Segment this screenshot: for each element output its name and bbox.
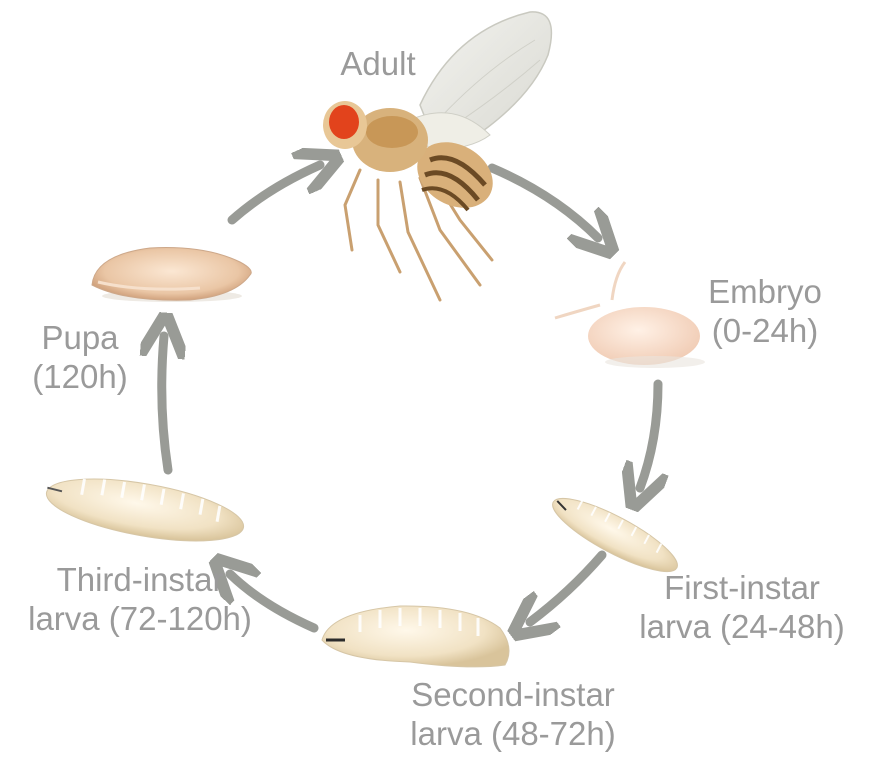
arrow-first-to-second-instar — [530, 555, 602, 622]
arrow-pupa-to-adult — [232, 165, 320, 220]
stage-label-line: Embryo — [690, 272, 840, 311]
stage-label-second-instar: Second-instar larva (48-72h) — [383, 675, 643, 753]
stage-label-line: (120h) — [20, 357, 140, 396]
stage-label-line: Pupa — [20, 318, 140, 357]
stage-label-line: First-instar — [617, 568, 867, 607]
arrow-third-instar-to-pupa — [162, 336, 168, 470]
arrow-adult-to-embryo — [492, 168, 598, 238]
stage-label-first-instar: First-instar larva (24-48h) — [617, 568, 867, 646]
stage-label-pupa: Pupa (120h) — [20, 318, 140, 396]
third-instar-larva-image — [42, 467, 248, 553]
stage-label-line: larva (72-120h) — [4, 599, 276, 638]
stage-label-line: (0-24h) — [690, 311, 840, 350]
pupa-image — [92, 248, 251, 302]
stage-label-embryo: Embryo (0-24h) — [690, 272, 840, 350]
stage-label-line: Third-instar — [4, 560, 276, 599]
second-instar-larva-image — [322, 606, 509, 667]
stage-label-third-instar: Third-instar larva (72-120h) — [4, 560, 276, 638]
arrow-embryo-to-first-instar — [640, 384, 658, 488]
stage-label-line: larva (24-48h) — [617, 607, 867, 646]
stage-label-line: Adult — [318, 44, 438, 83]
embryo-image — [555, 262, 705, 368]
stage-label-adult: Adult — [318, 44, 438, 83]
stage-label-line: Second-instar — [383, 675, 643, 714]
stage-label-line: larva (48-72h) — [383, 714, 643, 753]
